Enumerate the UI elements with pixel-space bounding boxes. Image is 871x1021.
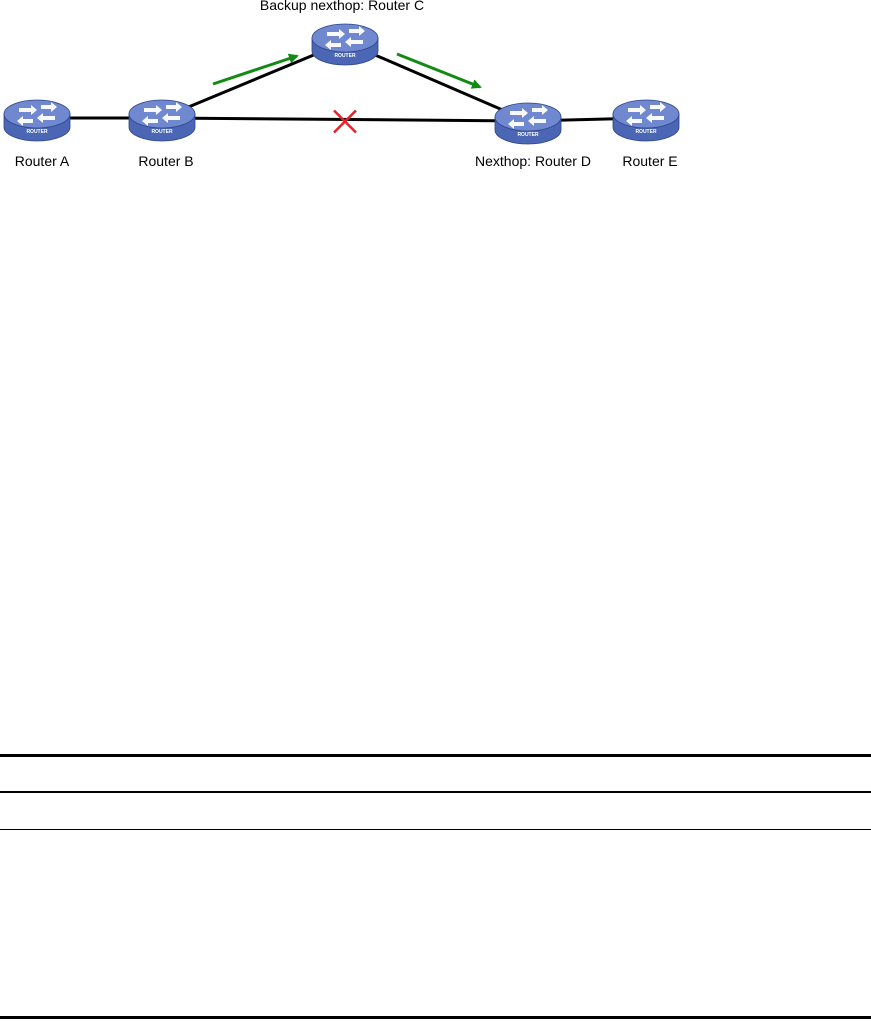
labels-layer: Router A Router B Backup nexthop: Router C… xyxy=(15,0,678,169)
router-device-label: ROUTER xyxy=(635,129,657,135)
router-label-b: Router B xyxy=(138,153,193,169)
router-icon: ROUTER xyxy=(311,23,379,66)
table-top-rule xyxy=(0,754,871,757)
marks-layer xyxy=(212,52,482,134)
router-device-label: ROUTER xyxy=(517,132,539,138)
router-label-e: Router E xyxy=(622,153,677,169)
table-row-rule xyxy=(0,829,871,830)
link-failure-x-icon xyxy=(333,109,357,134)
router-icon: ROUTER xyxy=(3,99,71,142)
traffic-arrow-icon xyxy=(212,53,299,86)
router-device-label: ROUTER xyxy=(334,53,356,59)
router-icon: ROUTER xyxy=(128,99,196,142)
table-bottom-rule xyxy=(0,1016,871,1019)
router-label-a: Router A xyxy=(15,153,70,169)
router-label-d: Nexthop: Router D xyxy=(475,153,591,169)
link-b-d xyxy=(161,116,529,123)
router-device-label: ROUTER xyxy=(26,129,48,135)
router-device-label: ROUTER xyxy=(151,129,173,135)
router-icon: ROUTER xyxy=(494,102,562,145)
traffic-arrow-icon xyxy=(396,52,482,89)
table-header-rule xyxy=(0,791,871,793)
routers-layer: ROUTER ROUTER ROUTER ROUTER ROUTER xyxy=(3,23,680,145)
router-icon: ROUTER xyxy=(612,99,680,142)
router-label-c: Backup nexthop: Router C xyxy=(260,0,424,13)
